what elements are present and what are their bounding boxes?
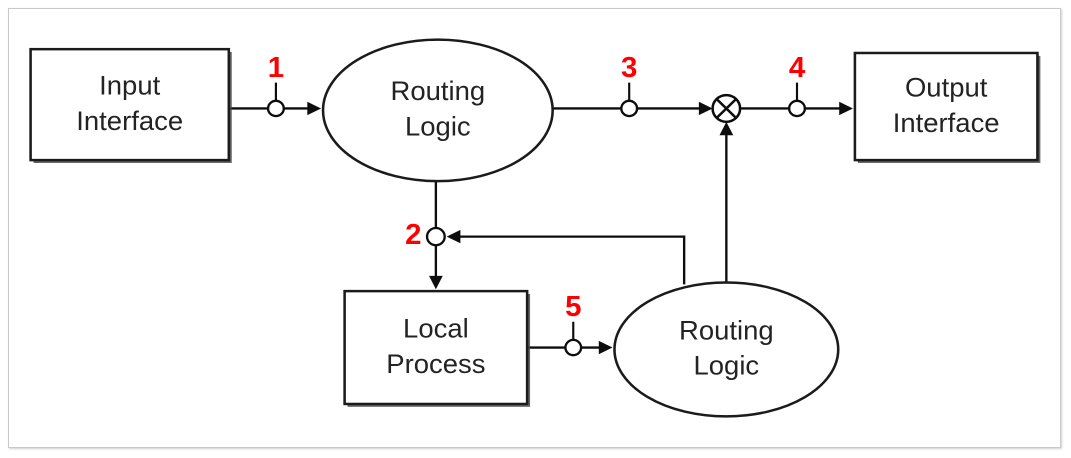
node-shape-output-interface [853,51,1039,162]
tap-label-5: 5 [565,291,581,323]
node-label-input-interface-line1: Input [99,70,161,101]
node-label-routing-logic-bottom-line1: Routing [679,315,774,346]
tap-label-4: 4 [789,52,805,84]
arrow-icon-routing-bottom-to-mixer [719,121,734,136]
arrow-icon-routing-top-to-mixer [698,101,713,116]
arrow-icon-input-to-routing-top [307,101,322,116]
node-label-local-process-line1: Local [403,313,469,344]
edge-path-routing-bottom-feedback-to-junction2 [450,235,686,285]
tap-point-5[interactable]: 5 [564,291,583,357]
node-label-input-interface-line2: Interface [76,105,183,136]
mixer-cross-stroke-2 [715,97,738,119]
node-label-routing-logic-top-line1: Routing [391,76,486,107]
tap-circle-3 [620,99,639,118]
tap-label-3: 3 [621,52,637,84]
tap-circle-2 [425,226,446,247]
tap-label-1: 1 [268,52,284,84]
arrow-icon-local-process-to-routing-bottom [598,340,613,355]
node-shape-input-interface [29,47,231,162]
node-shape-routing-logic-top [321,38,554,183]
tap-point-2[interactable]: 2 [405,220,446,252]
node-label-routing-logic-bottom-line2: Logic [694,350,760,381]
node-shape-routing-logic-bottom [613,281,840,418]
node-label-local-process-line2: Process [386,348,485,379]
tap-circle-1 [266,99,285,118]
tap-point-4[interactable]: 4 [787,52,807,118]
tap-point-3[interactable]: 3 [620,52,639,118]
tap-point-1[interactable]: 1 [266,52,285,118]
edge-junction2-to-local-process [429,245,443,290]
node-shape-local-process [343,289,529,406]
tap-circle-4 [787,99,807,118]
arrow-icon-routing-bottom-feedback-to-junction2 [446,229,461,244]
mixer-crossed-circle-icon[interactable] [711,93,742,124]
block-diagram: InputInterfaceRoutingLogicOutputInterfac… [29,38,1041,418]
edge-routing-bottom-feedback-to-junction2 [446,229,686,285]
tap-label-2: 2 [405,220,421,252]
tap-circle-5 [564,338,583,357]
node-label-routing-logic-top-line2: Logic [405,111,471,142]
arrow-icon-mixer-to-output [839,101,853,116]
node-label-output-interface-line2: Interface [893,107,1000,138]
node-label-output-interface-line1: Output [905,72,988,103]
arrow-icon-junction2-to-local-process [429,275,443,290]
edge-routing-bottom-to-mixer [719,121,734,284]
